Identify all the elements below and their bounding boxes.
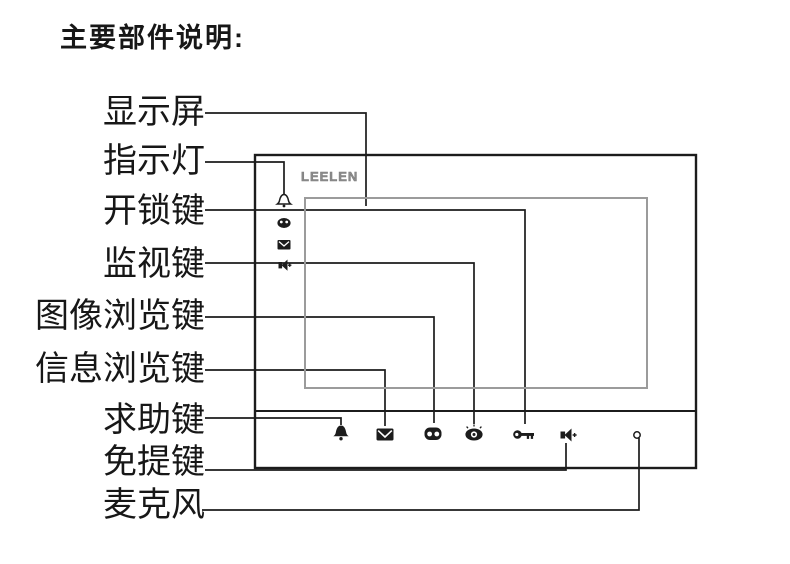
indicator-column <box>275 193 293 271</box>
leader-lines <box>202 112 640 511</box>
microphone-hole <box>633 431 641 439</box>
handsfree-speaker-icon <box>560 428 577 442</box>
leader-indicator-light <box>205 161 285 194</box>
label-unlock-key: 开锁键 <box>103 193 205 230</box>
indicator-bell-icon <box>275 193 293 208</box>
leader-display-screen <box>205 112 367 206</box>
message-envelope-icon <box>376 428 394 441</box>
label-handsfree-key: 免提键 <box>103 444 205 481</box>
label-indicator-light: 指示灯 <box>103 143 205 180</box>
indicator-envelope-icon <box>277 240 291 250</box>
help-bell-icon <box>333 425 349 441</box>
leader-unlock-key <box>205 209 526 424</box>
screen-area <box>304 197 648 389</box>
button-row <box>333 424 641 442</box>
label-microphone: 麦克风 <box>103 487 205 524</box>
unlock-key-icon <box>513 430 534 439</box>
leader-message-browse-key <box>205 369 386 426</box>
label-help-key: 求助键 <box>103 402 205 439</box>
label-display-screen: 显示屏 <box>103 94 205 131</box>
indicator-speaker-icon <box>278 259 292 271</box>
leader-monitor-key <box>205 262 475 424</box>
label-message-browse-key: 信息浏览键 <box>35 351 205 388</box>
brand-logo: LEELEN <box>301 169 359 185</box>
indicator-eye-icon <box>277 218 291 228</box>
leader-help-key <box>205 417 342 425</box>
monitor-eye-icon <box>465 424 483 441</box>
label-monitor-key: 监视键 <box>103 246 205 283</box>
device-outline <box>253 153 698 470</box>
image-camera-icon <box>424 427 442 440</box>
label-image-browse-key: 图像浏览键 <box>35 298 205 335</box>
page-title: 主要部件说明: <box>60 23 245 53</box>
leader-handsfree-key <box>205 443 567 471</box>
leader-microphone <box>202 438 640 511</box>
